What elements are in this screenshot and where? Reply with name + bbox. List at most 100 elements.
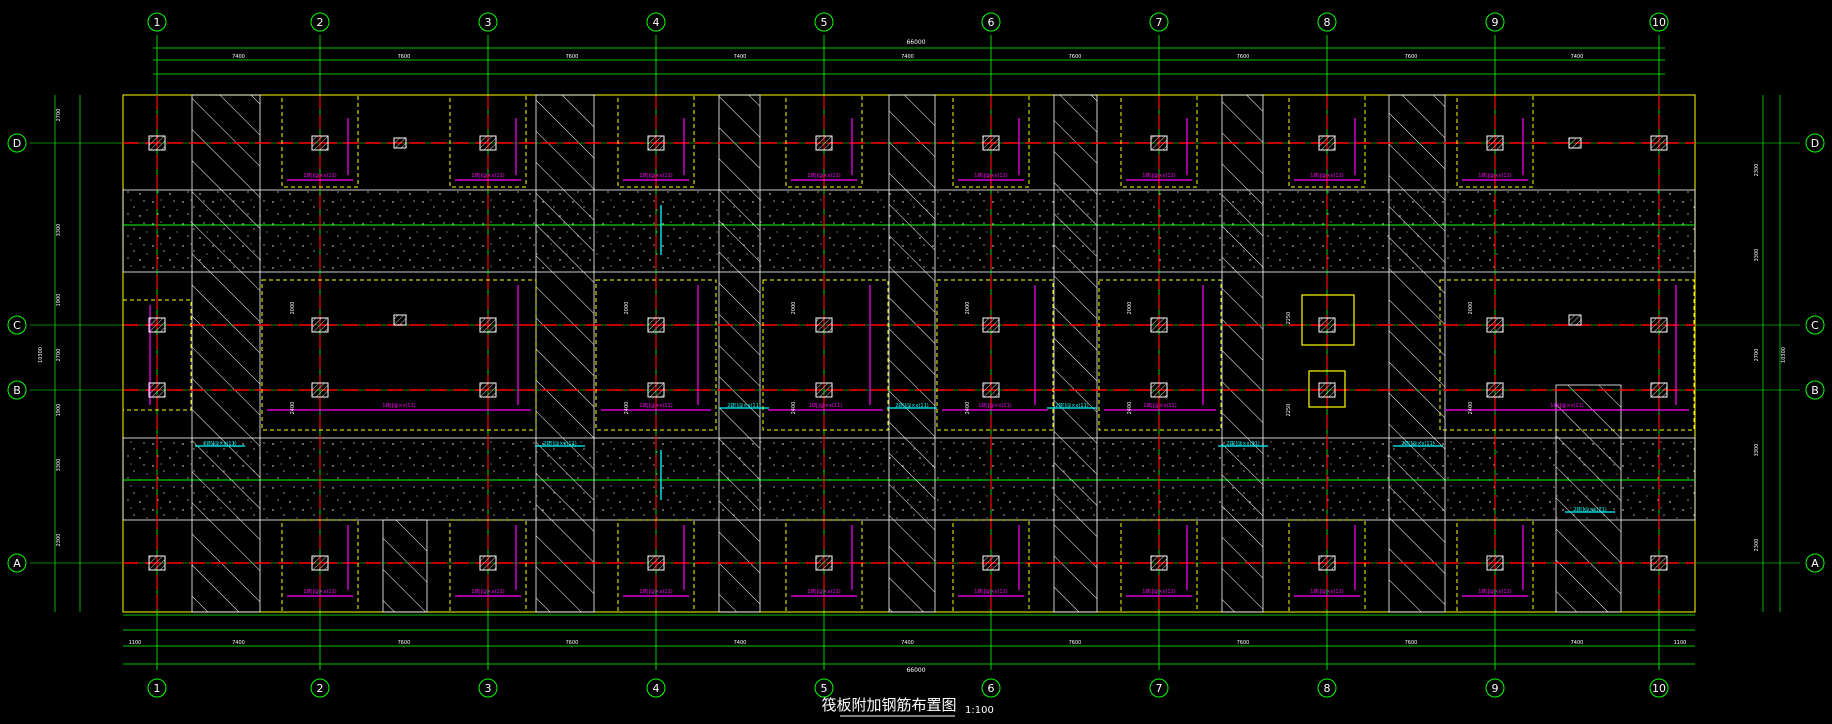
dimension-label: 2000 — [1127, 302, 1133, 315]
grid-bubble-label: C — [13, 319, 21, 332]
grid-bubble-label: 7 — [1156, 16, 1163, 29]
grid-bubble-label: 2 — [317, 682, 324, 695]
bay-dimension-top: 7400 — [232, 54, 245, 60]
row-dimension-left: 3300 — [56, 459, 62, 472]
column-B — [311, 382, 329, 398]
rebar-zone-top — [1456, 94, 1534, 188]
hatched-wall-strip — [535, 94, 595, 613]
rebar-cyan-label: 2Ø[]@×x(11) — [895, 402, 928, 409]
rebar-label: 1Ø[]@×x(11) — [974, 588, 1007, 595]
dimension-label: 2000 — [290, 302, 296, 315]
bay-dimension-bottom: 7400 — [901, 640, 914, 646]
column-C — [1318, 317, 1336, 333]
dimension-label: 2400 — [965, 402, 971, 415]
rebar-zone-middle — [595, 279, 717, 431]
column-C — [148, 317, 166, 333]
column-A — [1486, 555, 1504, 571]
rebar-label: 1Ø[]@×x(11) — [1310, 588, 1343, 595]
hatched-wall-strip — [1388, 94, 1446, 613]
rebar-label: 1Ø[]@×x(11) — [639, 172, 672, 179]
bay-dimension-bottom: 7400 — [232, 640, 245, 646]
grid-bubble-label: 5 — [821, 16, 828, 29]
grid-bubble-label: 3 — [485, 682, 492, 695]
grid-bubble-10 — [1649, 12, 1669, 32]
rebar-zone-middle — [1439, 279, 1695, 431]
rebar-zone-middle — [1098, 279, 1222, 431]
rebar-zone-top — [617, 94, 695, 188]
rebar-label: 1Ø[]@×x(11) — [807, 588, 840, 595]
row-dimension-left: 2700 — [56, 349, 62, 362]
grid-bubble-6 — [981, 678, 1001, 698]
column-C — [1150, 317, 1168, 333]
grid-bubble-label: 6 — [988, 682, 995, 695]
dimensions-layer: 7400740076007600760076007400740074007400… — [38, 47, 1787, 665]
row-dimension-left: 1900 — [56, 404, 62, 417]
bay-dimension-top: 7400 — [734, 54, 747, 60]
column-A — [311, 555, 329, 571]
column-D — [148, 135, 166, 151]
column-D — [1486, 135, 1504, 151]
total-width-right: 10300 — [1781, 347, 1787, 363]
rebar-label: 1Ø[]@×x(11) — [382, 402, 415, 409]
grid-bubble-label: 6 — [988, 16, 995, 29]
column-A — [148, 555, 166, 571]
rebar-zone-middle — [762, 279, 889, 431]
edge-dimension: 1100 — [129, 640, 142, 646]
grid-bubble-label: 5 — [821, 682, 828, 695]
bay-dimension-bottom: 7400 — [734, 640, 747, 646]
grid-bubble-label: C — [1811, 319, 1819, 332]
dimension-label: 2400 — [1468, 402, 1474, 415]
grid-bubble-7 — [1149, 678, 1169, 698]
grid-bubble-1 — [147, 678, 167, 698]
bay-dimension-bottom: 7600 — [1237, 640, 1250, 646]
rebar-zone-top — [281, 94, 359, 188]
rebar-label: 1Ø[]@×x(11) — [639, 588, 672, 595]
rebar-label: 1Ø[]@×x(11) — [974, 172, 1007, 179]
bay-dimension-top: 7600 — [1069, 54, 1082, 60]
column-D — [1650, 135, 1668, 151]
grid-bubble-label: 3 — [485, 16, 492, 29]
row-dimension-left: 2700 — [56, 109, 62, 122]
column-A — [815, 555, 833, 571]
grid-bubble-4 — [646, 678, 666, 698]
rebar-label: 1Ø[]@×x(11) — [809, 402, 842, 409]
columns-layer — [148, 135, 1668, 571]
grid-bubble-2 — [310, 12, 330, 32]
column-A — [479, 555, 497, 571]
grid-bubble-label: B — [13, 384, 21, 397]
grid-bubble-A — [7, 553, 27, 573]
grid-bubble-9 — [1485, 12, 1505, 32]
rebar-zone-bottom — [952, 519, 1030, 613]
column-C — [647, 317, 665, 333]
bay-dimension-top: 7600 — [1237, 54, 1250, 60]
row-dimension-left: 3300 — [56, 224, 62, 237]
column-B — [148, 382, 166, 398]
column-small — [1568, 314, 1582, 326]
pile-cap-box — [1308, 370, 1346, 408]
bay-dimension-top: 7400 — [901, 54, 914, 60]
column-B — [1650, 382, 1668, 398]
grid-bubble-label: D — [13, 137, 21, 150]
column-A — [1150, 555, 1168, 571]
total-width-left: 10300 — [38, 347, 44, 363]
rebar-zone-top — [952, 94, 1030, 188]
column-B — [647, 382, 665, 398]
grid-bubble-6 — [981, 12, 1001, 32]
dimension-label: 2400 — [290, 402, 296, 415]
rebar-zone-bottom — [449, 519, 527, 613]
rebar-cyan-label: 2Ø[]@×x(11) — [543, 440, 576, 447]
rebar-zone-middle — [936, 279, 1054, 431]
grid-bubble-5 — [814, 678, 834, 698]
hatched-wall-strip — [1221, 94, 1264, 613]
rebar-cyan-label: 2Ø[]@×x(11) — [1401, 440, 1434, 447]
column-B — [1150, 382, 1168, 398]
row-dimension-right: 2700 — [1754, 349, 1760, 362]
rebar-zone-top — [1120, 94, 1198, 188]
row-dimension-left: 2300 — [56, 534, 62, 547]
pile-cap-box — [1301, 294, 1355, 346]
rebar-zone-middle — [261, 279, 537, 431]
grid-bubble-8 — [1317, 678, 1337, 698]
hatched-wall-strip — [191, 94, 261, 613]
rebar-zone-bottom — [1120, 519, 1198, 613]
